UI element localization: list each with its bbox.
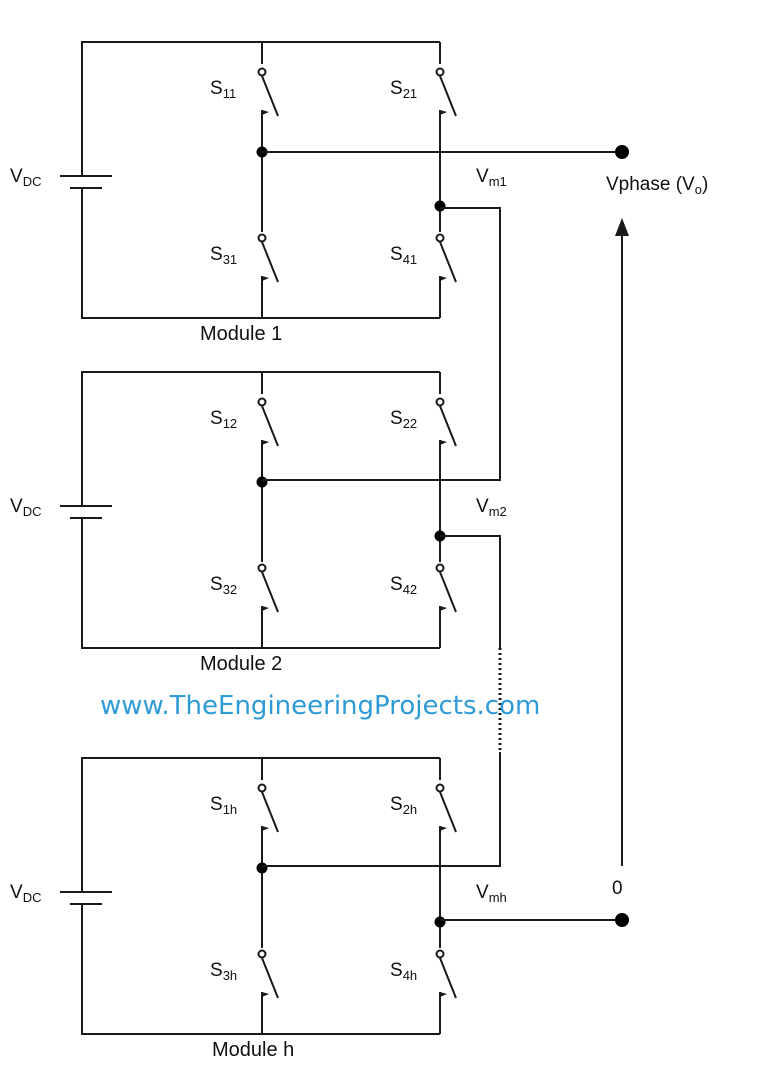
- bottom-rail: [81, 530, 440, 649]
- switch-label-upper-left: S12: [210, 408, 237, 431]
- phase-output-terminal: [615, 145, 629, 159]
- switch-lower-left: [257, 233, 279, 286]
- switch-label-lower-left: S31: [210, 244, 237, 267]
- switch-lower-right: [435, 949, 457, 1002]
- switch-upper-right: [435, 67, 457, 120]
- switch-label-upper-left: S11: [210, 78, 236, 101]
- module-output-voltage-label: Vm1: [476, 166, 507, 189]
- switch-upper-left: [257, 783, 279, 836]
- top-rail-left: [81, 371, 262, 492]
- left-leg-node: [256, 476, 268, 488]
- phase-voltage-label: Vphase (Vo): [606, 174, 708, 197]
- right-leg-node: [434, 200, 446, 212]
- switch-label-lower-right: S41: [390, 244, 417, 267]
- switch-label-lower-left: S3h: [210, 960, 237, 983]
- left-leg-node: [256, 862, 268, 874]
- module-name: Module 1: [200, 323, 282, 345]
- module-name: Module 2: [200, 653, 282, 675]
- right-leg-node: [434, 916, 446, 928]
- bottom-rail: [81, 200, 440, 319]
- switch-lower-right: [435, 233, 457, 286]
- switch-label-upper-right: S22: [390, 408, 417, 431]
- switch-upper-right: [435, 783, 457, 836]
- switch-lower-right: [435, 563, 457, 616]
- bottom-rail: [81, 916, 440, 1035]
- wire-to-mh: [262, 752, 501, 867]
- switch-label-upper-right: S21: [390, 78, 417, 101]
- switch-upper-right: [435, 397, 457, 450]
- switch-upper-left: [257, 397, 279, 450]
- switch-label-lower-left: S32: [210, 574, 237, 597]
- module-name: Module h: [212, 1039, 294, 1061]
- switch-upper-left: [257, 67, 279, 120]
- watermark-text: www.TheEngineeringProjects.com: [100, 691, 540, 721]
- output-labels: Vphase (Vo) 0: [606, 174, 708, 899]
- dc-source-label: VDC: [10, 496, 41, 519]
- top-rail-left: [81, 41, 262, 162]
- switch-label-lower-right: S4h: [390, 960, 417, 983]
- module-interconnects: [262, 145, 629, 927]
- switch-label-lower-right: S42: [390, 574, 417, 597]
- switch-label-upper-right: S2h: [390, 794, 417, 817]
- voltage-arrow-head: [615, 218, 629, 236]
- wire-m2-down: [440, 535, 501, 648]
- zero-output-terminal: [615, 913, 629, 927]
- zero-reference-label: 0: [612, 878, 623, 899]
- dc-source-label: VDC: [10, 882, 41, 905]
- top-rail-left: [81, 757, 262, 878]
- module-output-voltage-label: Vmh: [476, 882, 507, 905]
- module-output-voltage-label: Vm2: [476, 496, 507, 519]
- switch-lower-left: [257, 949, 279, 1002]
- switch-lower-left: [257, 563, 279, 616]
- wire-m1-to-m2: [262, 207, 501, 481]
- switch-label-upper-left: S1h: [210, 794, 237, 817]
- dc-source-label: VDC: [10, 166, 41, 189]
